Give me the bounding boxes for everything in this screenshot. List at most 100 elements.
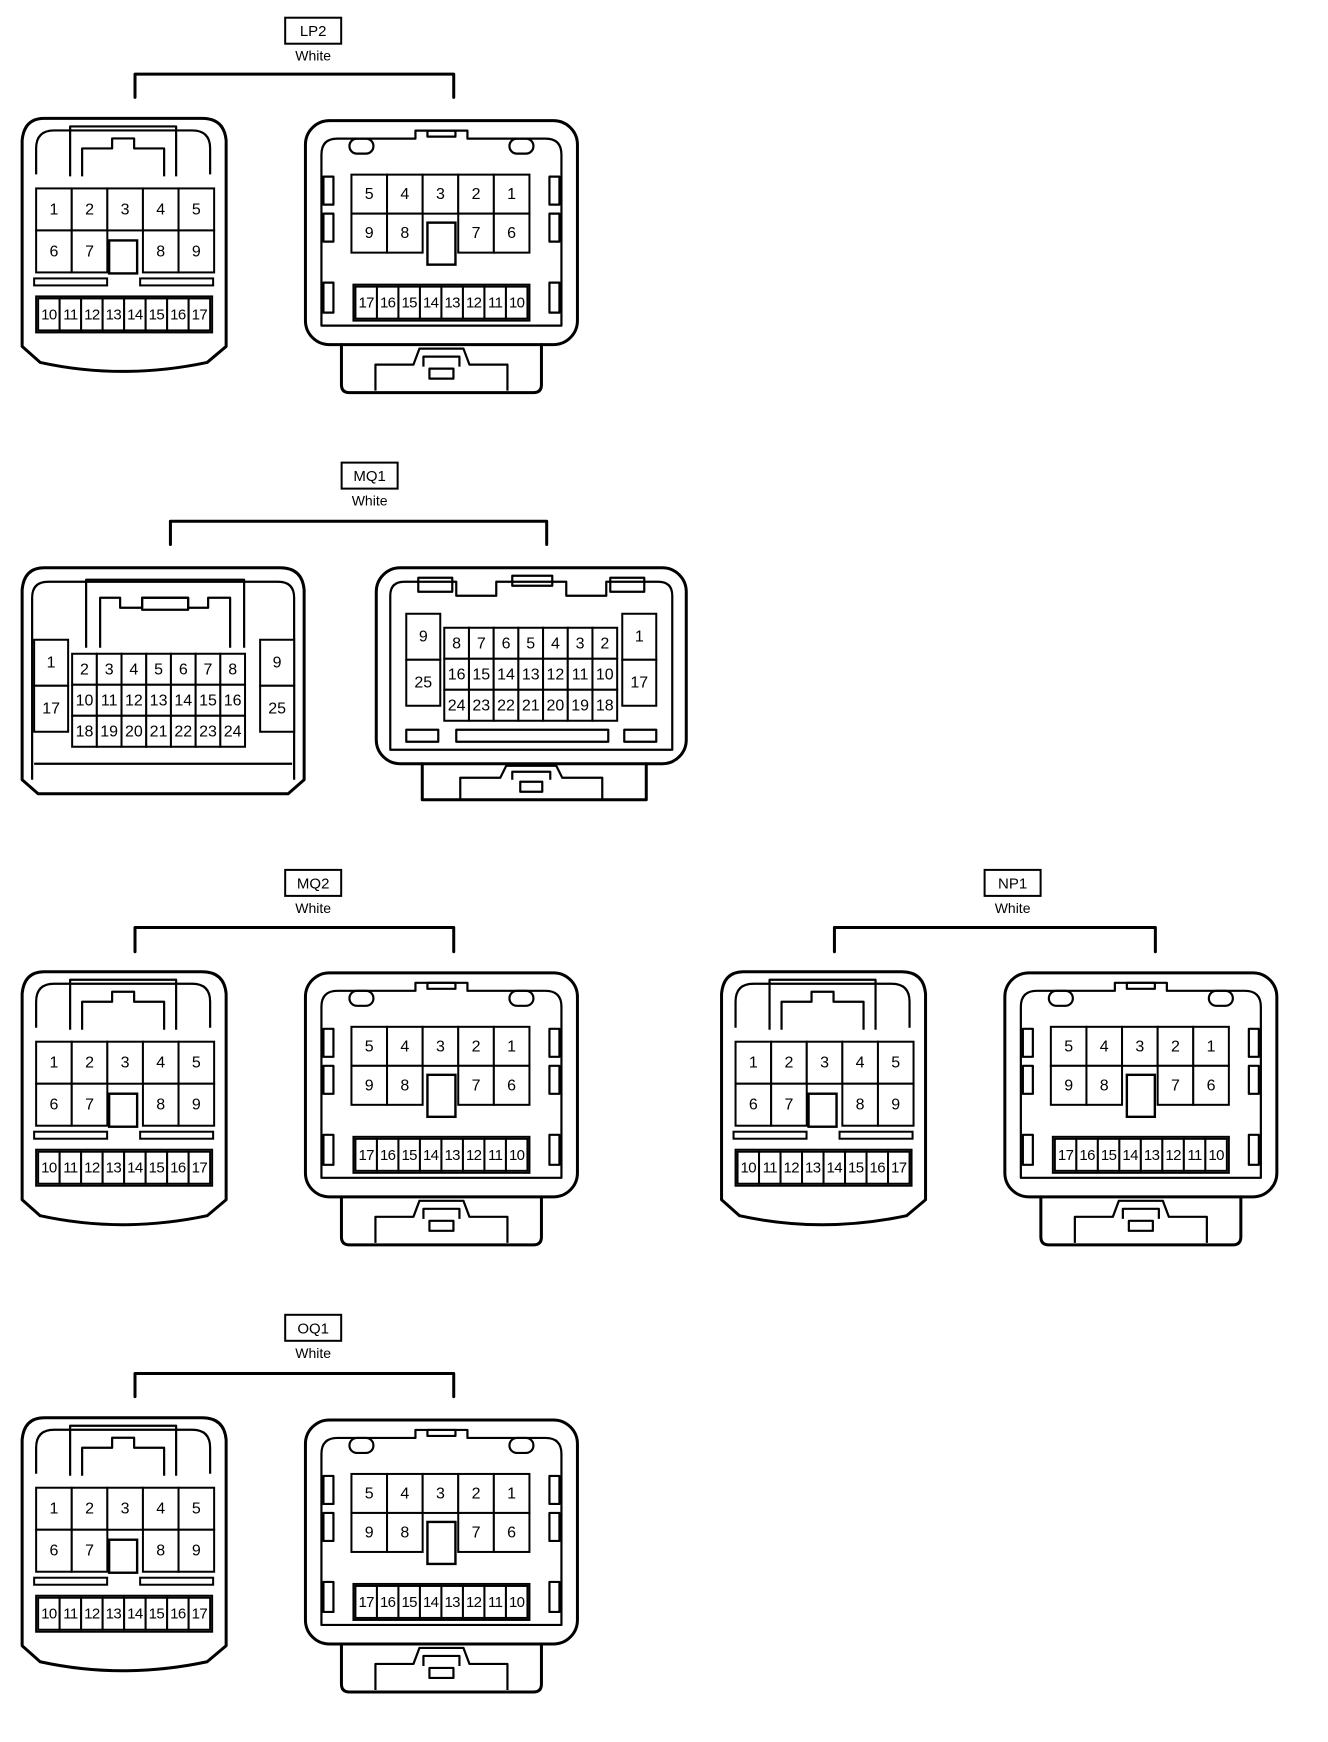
lock-notch (1125, 981, 1156, 990)
cavity-cell (457, 1025, 495, 1067)
pin-number: 12 (1165, 1147, 1181, 1164)
female-housing-inner (389, 580, 674, 751)
pin-number: 13 (444, 295, 460, 312)
bottom-lock-knob (422, 1654, 461, 1666)
pin-number: 24 (224, 723, 242, 740)
pin-number: 5 (365, 186, 374, 203)
guide-hole (1047, 989, 1074, 1007)
pin-number: 19 (100, 723, 118, 740)
cavity-cell (1085, 1064, 1124, 1106)
pairing-bracket (168, 519, 549, 547)
male-housing (20, 116, 228, 373)
pin-number: 17 (891, 1160, 907, 1177)
pin-number: 9 (365, 225, 374, 242)
cavity-cell (1085, 1025, 1124, 1067)
pin-number: 12 (84, 1606, 100, 1623)
pin-number: 13 (1144, 1147, 1160, 1164)
pin-number: 6 (507, 1524, 516, 1541)
pin-number: 1 (49, 1501, 58, 1518)
pin-number: 16 (1079, 1147, 1095, 1164)
pin-number: 15 (401, 1147, 417, 1164)
pin-number: 3 (1135, 1038, 1144, 1055)
connector-color: White (295, 1345, 331, 1361)
cavity-cell (70, 1082, 109, 1127)
pin-number: 16 (870, 1160, 886, 1177)
connector-name: MQ2 (297, 875, 330, 892)
cavity-cell (70, 1528, 109, 1573)
connector-label-box (284, 1313, 343, 1342)
cavity-cell (70, 229, 109, 274)
bottom-lock-tab (459, 764, 604, 800)
cavity-cell (1121, 1025, 1159, 1067)
male-housing-inner-rim (35, 129, 212, 175)
separator-bar (139, 1130, 215, 1140)
pin-number: 11 (488, 295, 503, 312)
pin-number: 2 (85, 201, 94, 218)
side-rib (1247, 1133, 1260, 1166)
pin-number: 10 (741, 1160, 757, 1177)
cavity-cell (457, 1472, 495, 1514)
key-slot (1125, 1073, 1157, 1119)
bottom-lock-tab (374, 1199, 509, 1243)
pin-number: 4 (156, 1055, 165, 1072)
cavity-cell (467, 688, 495, 722)
pin-number: 15 (1101, 1147, 1117, 1164)
pin-number: 9 (365, 1524, 374, 1541)
pin-number: 14 (423, 295, 439, 312)
cavity-cell (187, 1596, 212, 1631)
pin-number: 9 (365, 1077, 374, 1094)
pin-number: 1 (47, 654, 56, 671)
pin-number: 13 (106, 306, 122, 323)
pin-number: 3 (105, 661, 114, 678)
pin-number: 16 (380, 1147, 396, 1164)
pin-number: 5 (192, 201, 201, 218)
cavity-cell (876, 1082, 915, 1127)
locking-latch (85, 578, 246, 648)
pin-number: 17 (1058, 1147, 1074, 1164)
pin-number: 3 (436, 1038, 445, 1055)
pin-number: 7 (204, 661, 213, 678)
pin-number: 1 (507, 1485, 516, 1502)
cavity-cell (194, 714, 222, 748)
pin-number: 15 (401, 295, 417, 312)
pin-number: 1 (749, 1055, 758, 1072)
cavity-cell (504, 1137, 529, 1172)
pin-number: 9 (891, 1097, 900, 1114)
pin-number: 12 (466, 295, 482, 312)
pin-number: 13 (106, 1160, 122, 1177)
pin-number: 5 (154, 661, 163, 678)
pin-number: 2 (85, 1055, 94, 1072)
cavity-cell (443, 688, 470, 722)
pin-number: 6 (507, 225, 516, 242)
cavity-cell (405, 612, 442, 661)
separator-bar (139, 277, 215, 287)
female-housing-inner (1019, 981, 1262, 1179)
pin-number: 11 (488, 1147, 503, 1164)
bottom-lock-housing (1039, 1195, 1243, 1247)
side-rib (548, 175, 561, 206)
pin-number: 9 (192, 1543, 201, 1560)
pin-number: 2 (472, 186, 481, 203)
pin-number: 12 (84, 306, 100, 323)
locking-latch (768, 978, 877, 1030)
pin-number: 6 (502, 635, 511, 652)
cavity-cell (770, 1040, 808, 1085)
lock-notch (426, 129, 457, 138)
separator-bar (33, 277, 109, 287)
pin-number: 8 (856, 1097, 865, 1114)
pin-number: 13 (150, 692, 168, 709)
cavity-cell (734, 1082, 773, 1127)
male-housing (20, 566, 306, 796)
pin-number: 24 (448, 697, 466, 714)
cavity-cell (492, 688, 520, 722)
bottom-lock-housing (339, 343, 543, 395)
pin-number: 11 (101, 692, 118, 709)
pin-number: 12 (547, 666, 565, 683)
female-housing (303, 119, 579, 347)
cavity-cell (1156, 1064, 1195, 1106)
